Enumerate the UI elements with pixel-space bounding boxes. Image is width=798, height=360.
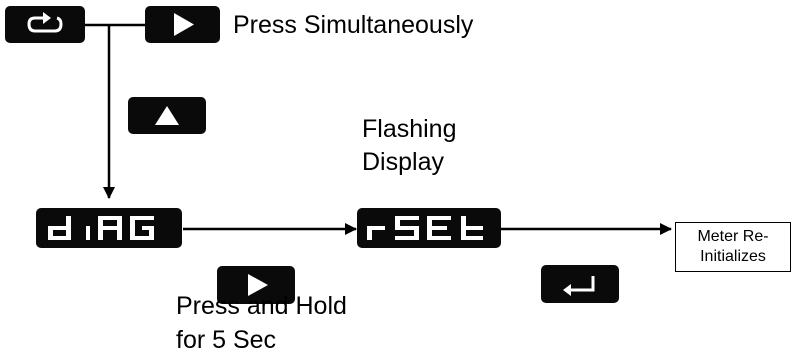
flashing-label-line2: Display	[362, 148, 444, 176]
rset-segments	[367, 216, 483, 240]
flashing-label-line1: Flashing	[362, 115, 457, 143]
play-right-icon	[248, 274, 268, 296]
enter-key[interactable]	[541, 265, 619, 303]
right-key-bottom[interactable]	[217, 266, 295, 304]
press-simultaneously-label: Press Simultaneously	[233, 11, 474, 39]
diag-segments	[48, 216, 154, 240]
loop-arrow-icon	[27, 12, 63, 33]
result-line2: Initializes	[700, 248, 766, 265]
press-hold-label-line2: for 5 Sec	[176, 326, 277, 354]
press-hold-label-line1: Press and Hold	[176, 292, 347, 320]
triangle-up-icon	[155, 106, 179, 125]
rset-display: rSEt	[357, 208, 501, 248]
result-line1: Meter Re-	[697, 228, 769, 245]
menu-key[interactable]	[5, 6, 85, 43]
enter-return-icon	[563, 276, 595, 296]
right-key-top[interactable]	[145, 6, 220, 43]
meter-reinitializes-box: Meter Re- Initializes	[675, 222, 791, 272]
diag-display: d iAG	[36, 208, 182, 248]
play-right-icon	[174, 13, 194, 36]
up-key[interactable]	[128, 97, 206, 134]
